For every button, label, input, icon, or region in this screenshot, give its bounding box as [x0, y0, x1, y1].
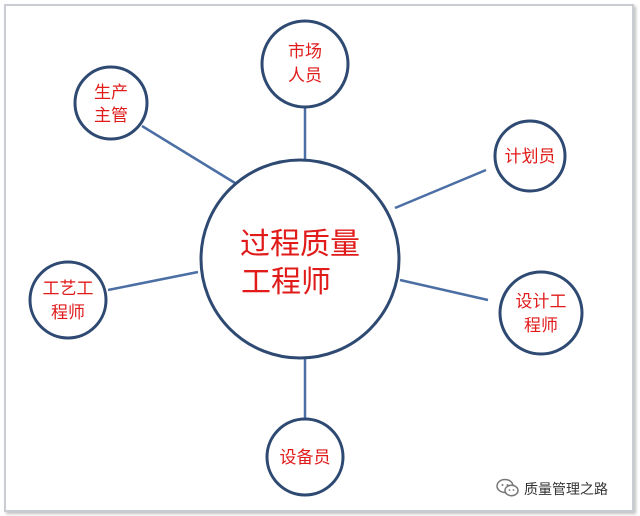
- connector-design: [399, 278, 489, 302]
- node-design: [498, 270, 584, 356]
- connector-planner: [394, 168, 487, 210]
- node-market-label-2: 人员: [288, 66, 322, 86]
- node-production-label-1: 生产: [94, 83, 128, 103]
- node-design-label-2: 程师: [524, 316, 558, 336]
- connector-process: [107, 270, 199, 292]
- node-center-label-1: 过程质量: [240, 227, 360, 262]
- watermark-text: 质量管理之路: [524, 482, 608, 498]
- node-planner: [493, 119, 567, 193]
- node-market-label-1: 市场: [288, 42, 322, 62]
- node-process: [28, 260, 108, 340]
- wechat-icon: [496, 478, 519, 497]
- connector-production: [141, 124, 236, 185]
- node-design-label-1: 设计工: [516, 292, 567, 312]
- node-center: [199, 158, 401, 360]
- node-planner-label-1: 计划员: [505, 147, 556, 167]
- node-production-label-2: 主管: [94, 106, 128, 126]
- node-production: [73, 65, 149, 141]
- node-equipment-label-1: 设备员: [280, 448, 331, 468]
- node-center-label-2: 工程师: [241, 265, 331, 300]
- node-market: [260, 19, 350, 109]
- node-process-label-2: 程师: [51, 303, 85, 323]
- node-equipment: [265, 417, 345, 497]
- node-process-label-1: 工艺工: [43, 279, 94, 299]
